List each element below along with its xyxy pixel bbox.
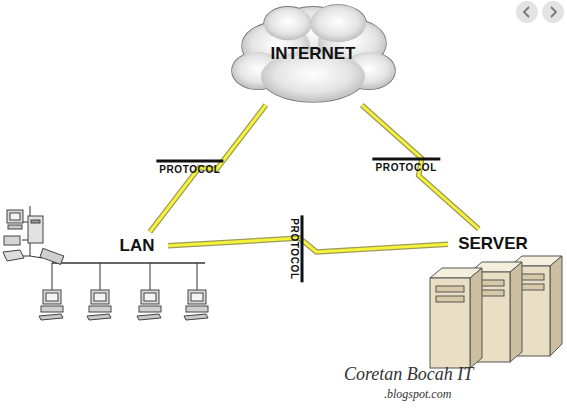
cloud-fill — [264, 7, 312, 40]
node-label: INTERNET — [271, 44, 356, 64]
hub-symbol — [40, 248, 64, 264]
network-wire — [100, 263, 101, 290]
drive-slot — [31, 220, 40, 223]
screen-symbol — [191, 293, 203, 301]
tower-side — [470, 268, 482, 368]
browser-buttons — [516, 1, 564, 23]
server-tower — [430, 268, 482, 368]
bolt-outline — [168, 238, 448, 252]
chevron-icon — [551, 7, 556, 17]
screen-symbol — [46, 293, 58, 301]
cloud-lobe — [264, 7, 312, 40]
chevron-icon — [524, 7, 529, 17]
protocol-label: PROTOCOL — [289, 215, 304, 282]
screen-symbol — [10, 213, 20, 220]
keyboard-symbol — [184, 314, 208, 320]
screen-symbol — [144, 293, 156, 301]
pc-symbol — [184, 290, 208, 320]
nav-circle — [516, 1, 538, 23]
lightning-connector — [362, 105, 479, 229]
keyboard-symbol — [87, 314, 111, 320]
bolt-outline — [362, 105, 479, 229]
network-wire — [150, 263, 151, 290]
network-bus — [52, 262, 205, 264]
printer-symbol — [3, 250, 24, 261]
drive-bay — [436, 296, 464, 302]
pc-symbol — [39, 290, 63, 320]
tower-side — [550, 256, 562, 356]
protocol-label: PROTOCOL — [373, 158, 440, 173]
screen-symbol — [94, 293, 106, 301]
lightning-connector — [150, 105, 266, 232]
monitor-symbol — [188, 290, 206, 304]
base-symbol — [41, 306, 63, 312]
lan-illustration — [3, 206, 208, 320]
tower-front — [430, 278, 470, 368]
server-node: SERVER — [448, 229, 538, 259]
monitor-symbol — [141, 290, 159, 304]
watermark-text: Coretan Bocah IT — [344, 364, 473, 385]
cloud-lobe — [310, 5, 366, 42]
watermark-text: .blogspot.com — [384, 387, 451, 402]
network-wire — [52, 263, 53, 290]
lightning-connector — [168, 238, 448, 252]
tower-symbol — [28, 216, 43, 243]
cloud-fill — [310, 5, 366, 42]
pc-symbol — [87, 290, 111, 320]
lan-node: LAN — [106, 232, 168, 260]
monitor-symbol — [7, 210, 23, 223]
base-symbol — [139, 306, 161, 312]
monitor-symbol — [91, 290, 109, 304]
keyboard-symbol — [8, 225, 22, 229]
protocol-label: PROTOCOL — [156, 159, 223, 174]
network-wire — [197, 263, 198, 290]
workstation-symbol — [4, 236, 20, 245]
server-illustration — [430, 256, 562, 368]
keyboard-symbol — [137, 314, 161, 320]
base-symbol — [89, 306, 111, 312]
bolt-outline — [150, 105, 266, 232]
keyboard-symbol — [39, 314, 63, 320]
pc-symbol — [137, 290, 161, 320]
drive-bay — [436, 286, 464, 292]
node-label: LAN — [120, 236, 155, 256]
tower-side — [510, 262, 522, 362]
base-symbol — [186, 306, 208, 312]
nav-circle — [542, 1, 564, 23]
node-label: SERVER — [458, 234, 528, 254]
internet-cloud: INTERNET — [228, 2, 398, 105]
monitor-symbol — [43, 290, 61, 304]
